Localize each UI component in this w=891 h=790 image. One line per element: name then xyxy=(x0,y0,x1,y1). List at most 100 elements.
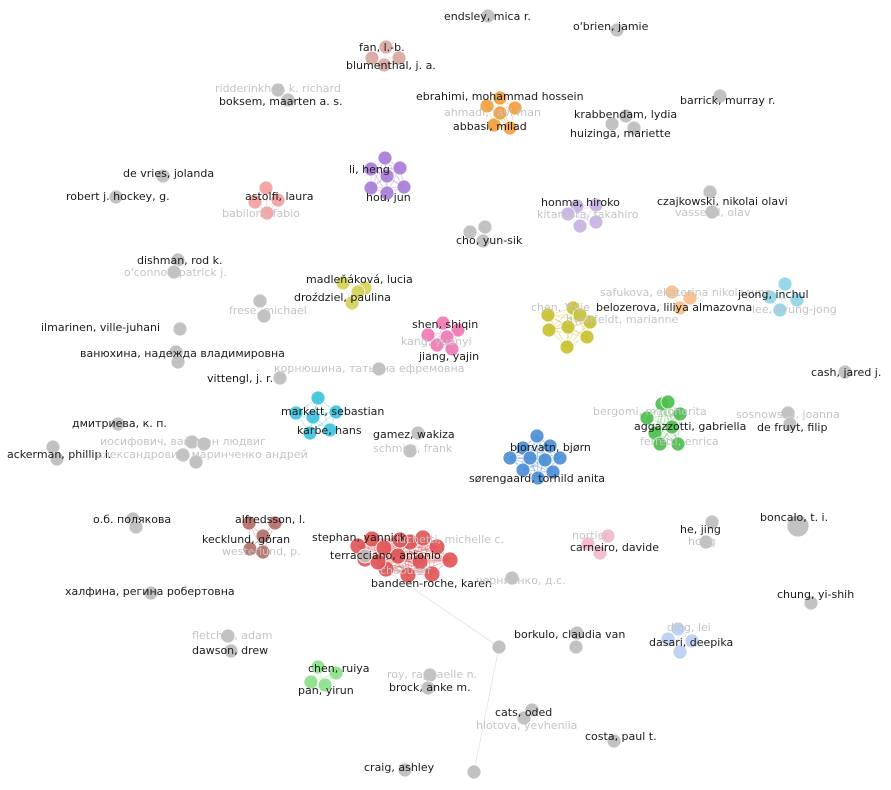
author-node-red[interactable] xyxy=(428,538,446,556)
author-node-pinklight[interactable] xyxy=(600,528,616,544)
author-node-gray[interactable] xyxy=(272,370,288,386)
author-node-green[interactable] xyxy=(664,419,680,435)
author-node-red[interactable] xyxy=(423,565,441,583)
author-node-gray[interactable] xyxy=(837,364,853,380)
author-node-cyan[interactable] xyxy=(322,422,338,438)
author-node-gray[interactable] xyxy=(280,92,296,108)
author-node-gray[interactable] xyxy=(252,293,268,309)
author-node-gray[interactable] xyxy=(704,204,720,220)
author-node-gray[interactable] xyxy=(712,88,728,104)
author-node-paleblue[interactable] xyxy=(672,644,688,660)
author-node-gray[interactable] xyxy=(420,680,436,696)
author-node-green[interactable] xyxy=(660,394,676,410)
author-node-red[interactable] xyxy=(363,530,381,548)
author-node-gray[interactable] xyxy=(196,436,212,452)
author-node-gray[interactable] xyxy=(803,595,819,611)
author-node-gray[interactable] xyxy=(49,451,65,467)
author-node-gray[interactable] xyxy=(402,443,418,459)
author-node-lavender[interactable] xyxy=(560,206,576,222)
author-node-gray[interactable] xyxy=(704,514,720,530)
author-node-gray[interactable] xyxy=(143,585,159,601)
author-node-gray[interactable] xyxy=(504,570,520,586)
author-node-green[interactable] xyxy=(639,410,655,426)
author-node-gray[interactable] xyxy=(357,548,373,564)
author-node-blue[interactable] xyxy=(522,450,538,466)
author-node-yellowgreen[interactable] xyxy=(350,284,366,300)
author-node-gray[interactable] xyxy=(166,264,182,280)
author-node-gray[interactable] xyxy=(568,639,584,655)
author-node-purple[interactable] xyxy=(379,185,395,201)
author-node-brown[interactable] xyxy=(267,515,283,531)
author-node-gray[interactable] xyxy=(466,764,482,780)
author-node-salmon[interactable] xyxy=(270,192,286,208)
author-node-rosybrown[interactable] xyxy=(376,57,392,73)
author-node-lightgreen[interactable] xyxy=(310,659,326,675)
author-node-lightgreen[interactable] xyxy=(303,674,319,690)
author-node-orange[interactable] xyxy=(502,120,518,136)
author-node-gray[interactable] xyxy=(128,519,144,535)
author-node-brown[interactable] xyxy=(255,528,271,544)
author-node-cyan[interactable] xyxy=(305,409,321,425)
author-node-paleblue[interactable] xyxy=(670,621,686,637)
author-node-paleblue[interactable] xyxy=(660,631,676,647)
author-node-pinklight[interactable] xyxy=(580,536,596,552)
author-node-cyan[interactable] xyxy=(288,405,304,421)
author-node-blue[interactable] xyxy=(530,470,546,486)
author-node-gray[interactable] xyxy=(270,82,286,98)
author-node-red[interactable] xyxy=(391,531,409,549)
author-node-blue[interactable] xyxy=(529,428,545,444)
author-node-lightorange[interactable] xyxy=(682,290,698,306)
author-node-cyan[interactable] xyxy=(328,404,344,420)
author-node-blue[interactable] xyxy=(552,450,568,466)
author-node-red[interactable] xyxy=(441,551,459,569)
author-node-olive[interactable] xyxy=(572,307,588,323)
author-node-gray[interactable] xyxy=(609,22,625,38)
author-node-gray[interactable] xyxy=(786,514,810,538)
author-node-orange[interactable] xyxy=(507,100,523,116)
author-node-orange[interactable] xyxy=(479,98,495,114)
author-node-lavender[interactable] xyxy=(572,218,588,234)
author-node-green[interactable] xyxy=(652,436,668,452)
author-node-green[interactable] xyxy=(670,436,686,452)
author-node-pinklight[interactable] xyxy=(592,545,608,561)
author-node-purple[interactable] xyxy=(363,161,379,177)
author-node-gray[interactable] xyxy=(782,416,798,432)
author-node-blue[interactable] xyxy=(515,462,531,478)
author-node-pink[interactable] xyxy=(450,322,466,338)
author-node-pink[interactable] xyxy=(439,329,455,345)
author-node-salmon[interactable] xyxy=(247,194,263,210)
author-node-red[interactable] xyxy=(375,539,393,557)
author-node-lightorange[interactable] xyxy=(664,284,680,300)
author-node-olive[interactable] xyxy=(559,339,575,355)
author-node-gray[interactable] xyxy=(110,416,126,432)
author-node-purple[interactable] xyxy=(363,180,379,196)
author-node-blue[interactable] xyxy=(502,450,518,466)
author-node-lavender[interactable] xyxy=(588,197,604,213)
author-node-orange[interactable] xyxy=(492,90,508,106)
author-node-gray[interactable] xyxy=(397,762,413,778)
author-node-salmon[interactable] xyxy=(258,180,274,196)
author-node-lightblue[interactable] xyxy=(777,276,793,292)
author-node-red[interactable] xyxy=(399,566,417,584)
author-node-blue[interactable] xyxy=(537,452,553,468)
author-node-gray[interactable] xyxy=(223,643,239,659)
author-node-purple[interactable] xyxy=(377,150,393,166)
author-node-gray[interactable] xyxy=(604,116,620,132)
author-node-salmon[interactable] xyxy=(259,205,275,221)
author-node-olive[interactable] xyxy=(579,329,595,345)
author-node-blue[interactable] xyxy=(542,438,558,454)
author-node-gray[interactable] xyxy=(475,233,491,249)
author-node-gray[interactable] xyxy=(175,447,191,463)
author-node-gray[interactable] xyxy=(371,361,387,377)
author-node-gray[interactable] xyxy=(170,354,186,370)
author-node-brown[interactable] xyxy=(255,544,271,560)
author-node-gray[interactable] xyxy=(606,733,622,749)
author-node-gray[interactable] xyxy=(256,308,272,324)
author-node-gray[interactable] xyxy=(220,628,236,644)
author-node-rosybrown[interactable] xyxy=(378,39,394,55)
author-node-olive[interactable] xyxy=(540,307,556,323)
author-node-red[interactable] xyxy=(411,553,429,571)
author-node-gray[interactable] xyxy=(462,224,478,240)
author-node-gray[interactable] xyxy=(491,639,507,655)
author-node-gray[interactable] xyxy=(618,108,634,124)
